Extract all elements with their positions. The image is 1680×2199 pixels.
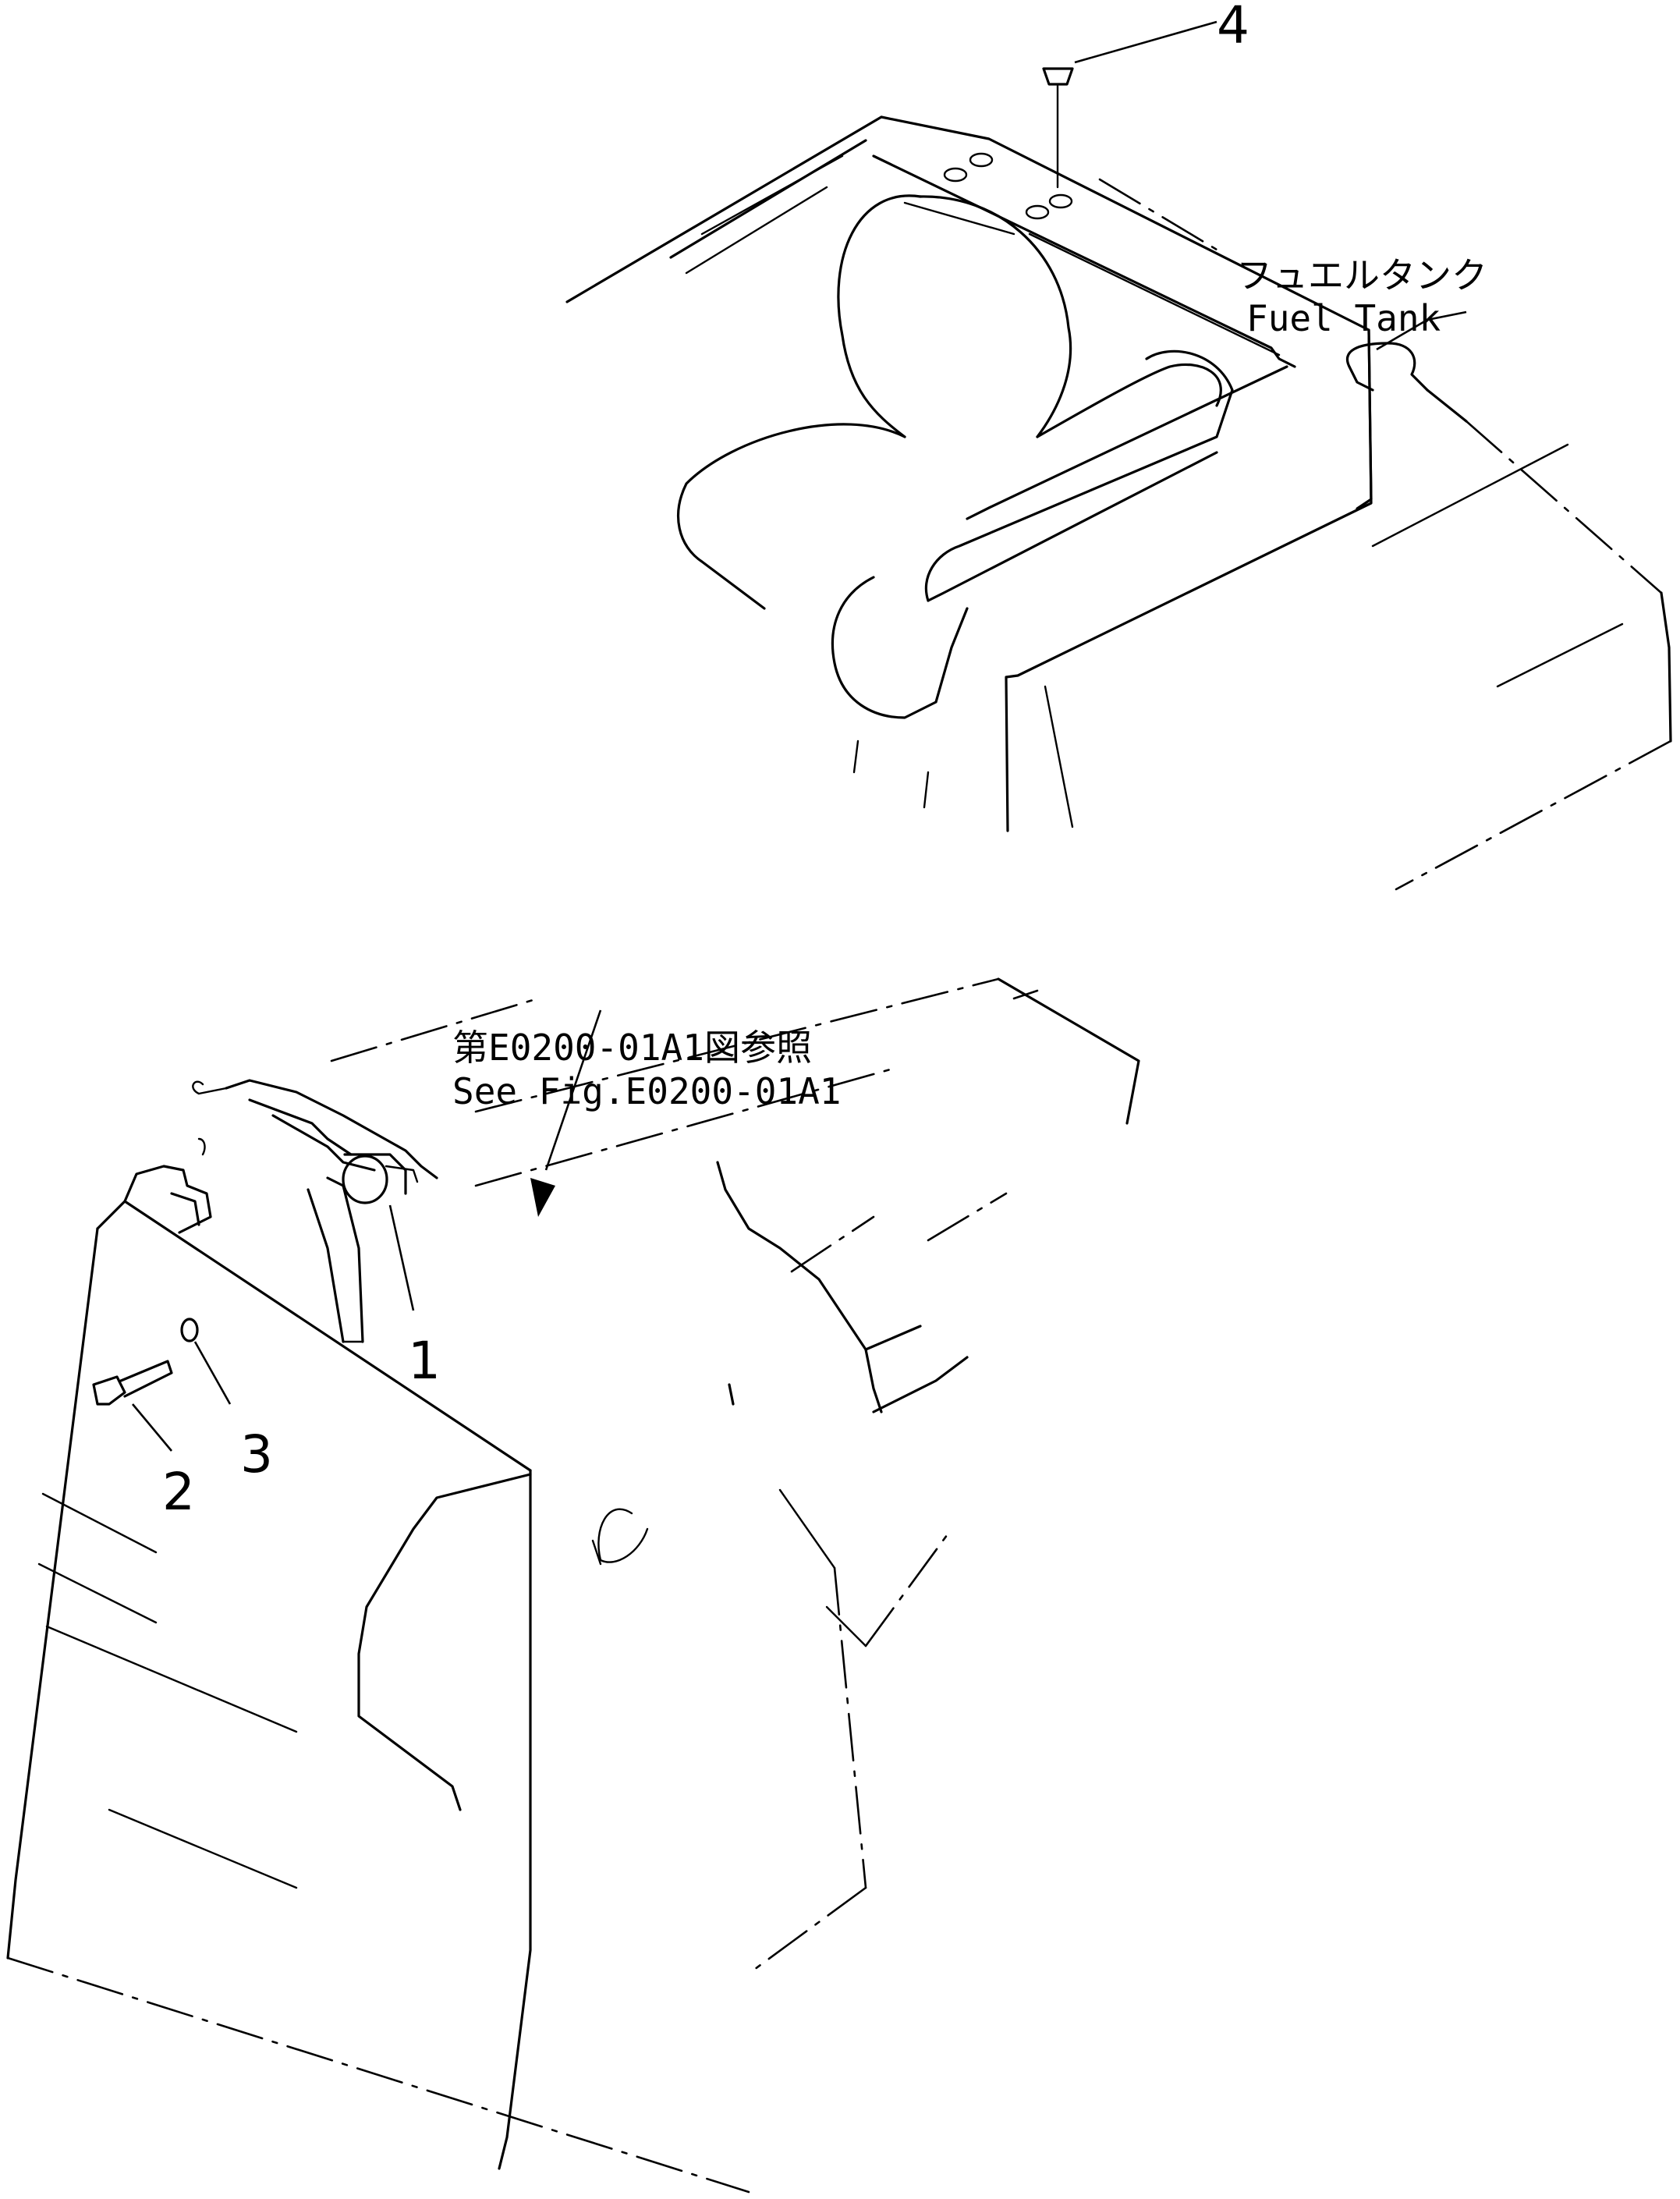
callout-4: 4 bbox=[1217, 0, 1249, 55]
see-fig-label-en: See Fig.E0200-01A1 bbox=[452, 1070, 842, 1112]
filler-cap-part-1 bbox=[342, 1154, 388, 1204]
callout-2: 2 bbox=[162, 1462, 195, 1522]
fuel-tank-label-en: Fuel Tank bbox=[1246, 297, 1441, 339]
bolt-part-2 bbox=[92, 1375, 126, 1406]
washer-part-3 bbox=[180, 1318, 199, 1342]
lower-assembly bbox=[6, 977, 1140, 2194]
fuel-tank-label-jp: フュエルタンク bbox=[1236, 254, 1487, 296]
plug-part-4 bbox=[1042, 67, 1074, 86]
callout-1: 1 bbox=[408, 1331, 441, 1391]
callout-3: 3 bbox=[240, 1424, 273, 1484]
see-fig-label-jp: 第E0200-01A1図参照 bbox=[452, 1027, 812, 1069]
upper-assembly bbox=[565, 20, 1672, 891]
